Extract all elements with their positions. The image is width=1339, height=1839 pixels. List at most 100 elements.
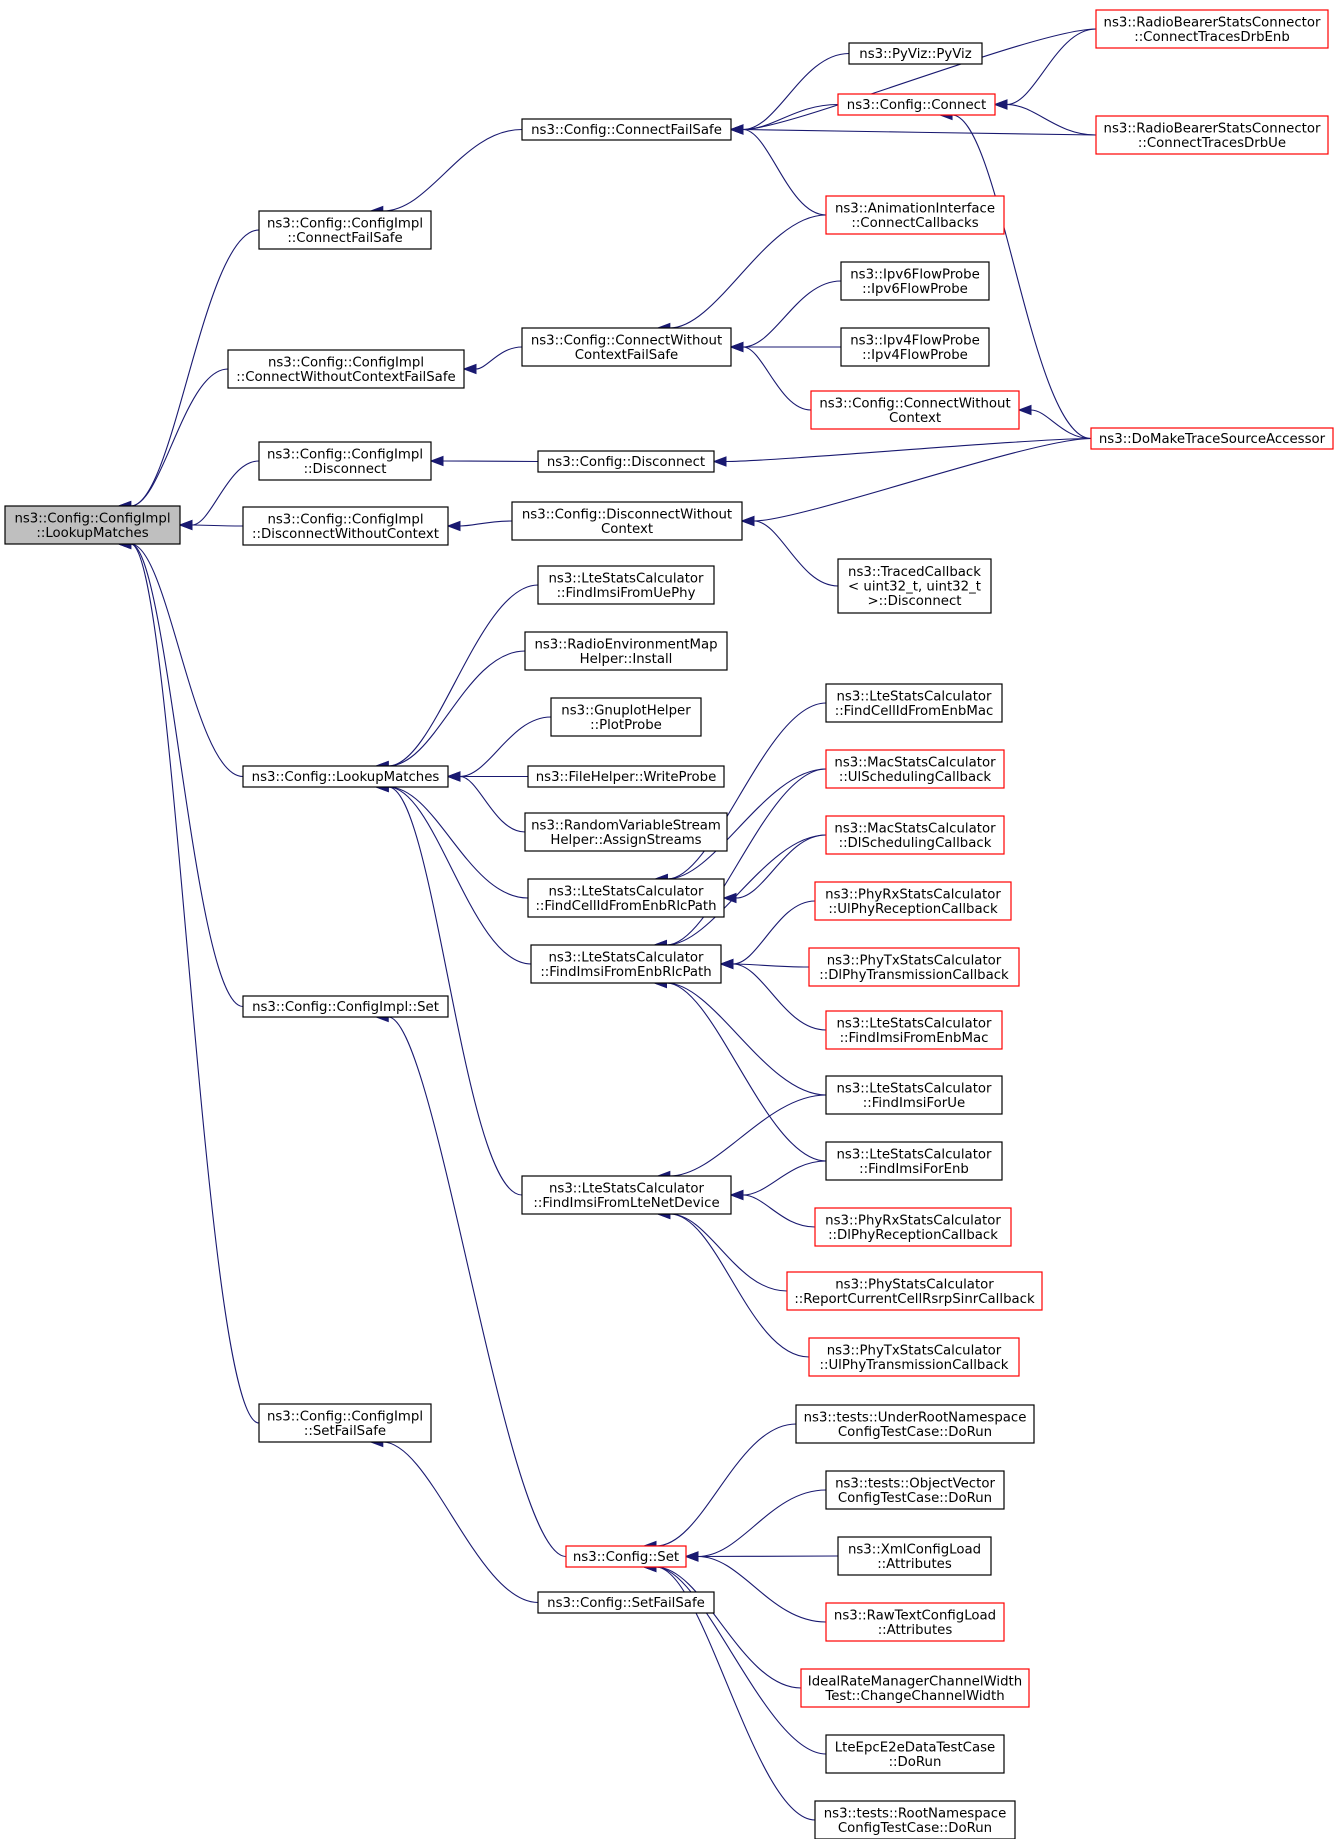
node-box[interactable] bbox=[242, 765, 449, 788]
node-box[interactable] bbox=[810, 390, 1020, 430]
node-box[interactable] bbox=[227, 349, 465, 389]
node-ci_cfs[interactable]: ns3::Config::ConfigImpl::ConnectFailSafe bbox=[258, 210, 432, 250]
node-box[interactable] bbox=[814, 1800, 1016, 1839]
node-box[interactable] bbox=[840, 327, 990, 367]
node-traced[interactable]: ns3::TracedCallback< uint32_t, uint32_t … bbox=[837, 558, 992, 614]
node-box[interactable] bbox=[840, 261, 990, 301]
node-t_rn[interactable]: ns3::tests::RootNamespaceConfigTestCase:… bbox=[814, 1800, 1016, 1839]
node-filehelper[interactable]: ns3::FileHelper::WriteProbe bbox=[527, 765, 725, 788]
node-box[interactable] bbox=[837, 93, 996, 116]
node-lsc_fiuephy[interactable]: ns3::LteStatsCalculator::FindImsiFromUeP… bbox=[537, 565, 715, 605]
node-box[interactable] bbox=[527, 878, 725, 918]
node-box[interactable] bbox=[258, 210, 432, 250]
node-t_urn[interactable]: ns3::tests::UnderRootNamespaceConfigTest… bbox=[795, 1404, 1035, 1444]
node-box[interactable] bbox=[825, 683, 1003, 723]
node-ptx_ul[interactable]: ns3::PhyTxStatsCalculator::UlPhyTransmis… bbox=[808, 1337, 1020, 1377]
node-ipv4[interactable]: ns3::Ipv4FlowProbe::Ipv4FlowProbe bbox=[840, 327, 990, 367]
node-box[interactable] bbox=[795, 1404, 1035, 1444]
node-c_disc[interactable]: ns3::Config::Disconnect bbox=[537, 450, 715, 473]
node-c_conn[interactable]: ns3::Config::Connect bbox=[837, 93, 996, 116]
node-lm[interactable]: ns3::Config::LookupMatches bbox=[242, 765, 449, 788]
node-box[interactable] bbox=[825, 1602, 1005, 1642]
node-box[interactable] bbox=[521, 1175, 732, 1215]
node-box[interactable] bbox=[511, 501, 743, 541]
node-c_sfs[interactable]: ns3::Config::SetFailSafe bbox=[537, 1591, 715, 1614]
node-box[interactable] bbox=[808, 1337, 1020, 1377]
node-box[interactable] bbox=[258, 441, 432, 481]
node-lsc_fciem[interactable]: ns3::LteStatsCalculator::FindCellIdFromE… bbox=[825, 683, 1003, 723]
node-box[interactable] bbox=[848, 42, 983, 65]
node-pyviz[interactable]: ns3::PyViz::PyViz bbox=[848, 42, 983, 65]
node-box[interactable] bbox=[242, 506, 449, 546]
node-box[interactable] bbox=[825, 1141, 1003, 1181]
node-box[interactable] bbox=[521, 118, 732, 141]
node-lsc_fcierp[interactable]: ns3::LteStatsCalculator::FindCellIdFromE… bbox=[527, 878, 725, 918]
node-gnuplot[interactable]: ns3::GnuplotHelper::PlotProbe bbox=[550, 697, 702, 737]
node-ci_cwcfs[interactable]: ns3::Config::ConfigImpl::ConnectWithoutC… bbox=[227, 349, 465, 389]
node-box[interactable] bbox=[1090, 427, 1334, 450]
node-dmtsa[interactable]: ns3::DoMakeTraceSourceAccessor bbox=[1090, 427, 1334, 450]
node-c_cwc[interactable]: ns3::Config::ConnectWithoutContext bbox=[810, 390, 1020, 430]
node-box[interactable] bbox=[4, 505, 181, 545]
node-box[interactable] bbox=[814, 881, 1012, 921]
node-box[interactable] bbox=[530, 944, 722, 984]
node-box[interactable] bbox=[800, 1668, 1030, 1708]
node-box[interactable] bbox=[550, 697, 702, 737]
node-msc_dl[interactable]: ns3::MacStatsCalculator::DlSchedulingCal… bbox=[825, 815, 1005, 855]
node-box[interactable] bbox=[825, 749, 1005, 789]
node-ci_sfs[interactable]: ns3::Config::ConfigImpl::SetFailSafe bbox=[258, 1403, 432, 1443]
node-lsc_fienb[interactable]: ns3::LteStatsCalculator::FindImsiForEnb bbox=[825, 1141, 1003, 1181]
node-rawtext[interactable]: ns3::RawTextConfigLoad::Attributes bbox=[825, 1602, 1005, 1642]
node-xml[interactable]: ns3::XmlConfigLoad::Attributes bbox=[837, 1536, 992, 1576]
node-box[interactable] bbox=[825, 815, 1005, 855]
node-box[interactable] bbox=[565, 1545, 687, 1568]
node-lsc_fierp[interactable]: ns3::LteStatsCalculator::FindImsiFromEnb… bbox=[530, 944, 722, 984]
node-box[interactable] bbox=[825, 1734, 1005, 1774]
node-lsc_fiue[interactable]: ns3::LteStatsCalculator::FindImsiForUe bbox=[825, 1075, 1003, 1115]
node-lsc_fiem[interactable]: ns3::LteStatsCalculator::FindImsiFromEnb… bbox=[825, 1010, 1003, 1050]
node-box[interactable] bbox=[1095, 9, 1329, 49]
node-box[interactable] bbox=[537, 1591, 715, 1614]
node-box[interactable] bbox=[786, 1271, 1043, 1311]
node-box[interactable] bbox=[537, 565, 715, 605]
node-box[interactable] bbox=[825, 1470, 1005, 1510]
node-lsc_fiflnd[interactable]: ns3::LteStatsCalculator::FindImsiFromLte… bbox=[521, 1175, 732, 1215]
node-box[interactable] bbox=[524, 631, 728, 671]
node-ptx_dl[interactable]: ns3::PhyTxStatsCalculator::DlPhyTransmis… bbox=[808, 947, 1020, 987]
node-ideal[interactable]: IdealRateManagerChannelWidthTest::Change… bbox=[800, 1668, 1030, 1708]
node-box[interactable] bbox=[808, 947, 1020, 987]
node-c_set[interactable]: ns3::Config::Set bbox=[565, 1545, 687, 1568]
node-psc[interactable]: ns3::PhyStatsCalculator::ReportCurrentCe… bbox=[786, 1271, 1043, 1311]
node-rbsc_ue[interactable]: ns3::RadioBearerStatsConnector::ConnectT… bbox=[1095, 115, 1329, 155]
node-box[interactable] bbox=[524, 812, 728, 852]
node-root[interactable]: ns3::Config::ConfigImpl::LookupMatches bbox=[4, 505, 181, 545]
node-rbsc_enb[interactable]: ns3::RadioBearerStatsConnector::ConnectT… bbox=[1095, 9, 1329, 49]
node-box[interactable] bbox=[1095, 115, 1329, 155]
node-box[interactable] bbox=[837, 558, 992, 614]
node-ci_set[interactable]: ns3::Config::ConfigImpl::Set bbox=[242, 995, 449, 1018]
node-ipv6[interactable]: ns3::Ipv6FlowProbe::Ipv6FlowProbe bbox=[840, 261, 990, 301]
node-lteepc[interactable]: LteEpcE2eDataTestCase::DoRun bbox=[825, 1734, 1005, 1774]
node-box[interactable] bbox=[258, 1403, 432, 1443]
node-c_cfs[interactable]: ns3::Config::ConnectFailSafe bbox=[521, 118, 732, 141]
node-box[interactable] bbox=[825, 1010, 1003, 1050]
node-c_dwc[interactable]: ns3::Config::DisconnectWithoutContext bbox=[511, 501, 743, 541]
node-ci_disc[interactable]: ns3::Config::ConfigImpl::Disconnect bbox=[258, 441, 432, 481]
node-box[interactable] bbox=[814, 1207, 1012, 1247]
node-box[interactable] bbox=[527, 765, 725, 788]
node-msc_ul[interactable]: ns3::MacStatsCalculator::UlSchedulingCal… bbox=[825, 749, 1005, 789]
node-box[interactable] bbox=[825, 195, 1005, 235]
node-box[interactable] bbox=[521, 327, 732, 367]
node-box[interactable] bbox=[825, 1075, 1003, 1115]
node-prx_ul[interactable]: ns3::PhyRxStatsCalculator::UlPhyReceptio… bbox=[814, 881, 1012, 921]
node-prx_dl[interactable]: ns3::PhyRxStatsCalculator::DlPhyReceptio… bbox=[814, 1207, 1012, 1247]
node-box[interactable] bbox=[537, 450, 715, 473]
node-box[interactable] bbox=[837, 1536, 992, 1576]
node-c_cwcfs[interactable]: ns3::Config::ConnectWithoutContextFailSa… bbox=[521, 327, 732, 367]
node-anim[interactable]: ns3::AnimationInterface::ConnectCallback… bbox=[825, 195, 1005, 235]
node-rvs[interactable]: ns3::RandomVariableStreamHelper::AssignS… bbox=[524, 812, 728, 852]
node-ci_dwc[interactable]: ns3::Config::ConfigImpl::DisconnectWitho… bbox=[242, 506, 449, 546]
node-t_ov[interactable]: ns3::tests::ObjectVectorConfigTestCase::… bbox=[825, 1470, 1005, 1510]
node-box[interactable] bbox=[242, 995, 449, 1018]
